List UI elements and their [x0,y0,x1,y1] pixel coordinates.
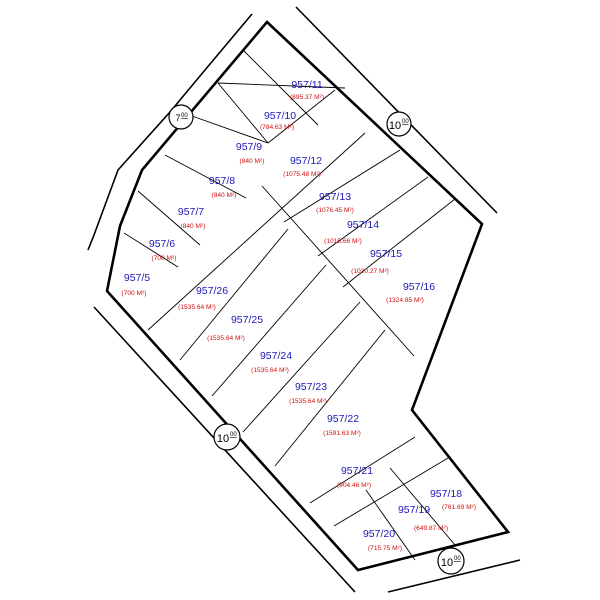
lot-id: 957/12 [290,155,322,167]
plot-line [217,82,346,89]
lot-area: (1324.85 M²) [386,297,424,304]
lot-labels: 957/5 (700 M²) 957/6 (700 M²) 957/7 (840… [122,79,477,552]
road-edge-south [387,559,521,593]
lot-area: (700 M²) [122,290,147,297]
plot-line [283,149,401,223]
lot-id: 957/22 [327,413,359,425]
road-width-value: 10 [217,433,229,445]
lot-area: (700 M²) [152,255,177,262]
lot-area: (784.63 M²) [260,124,294,131]
plot-line [274,329,386,467]
road-width-decimals: 00 [402,119,409,125]
plot-line [333,457,449,527]
plot-line [242,301,361,433]
lot-id: 957/21 [341,465,373,477]
lot-area: (1076.45 M²) [316,207,354,214]
plot-line [164,154,247,199]
plot-lines [123,49,456,561]
road-width-value: 10 [441,557,453,569]
lot-id: 957/8 [209,175,235,187]
plot-line [317,176,429,257]
road-width-marker-northeast: 10 00 [386,111,412,137]
plot-line [267,89,336,144]
plot-line [137,190,201,246]
lot-area: (840 M²) [181,223,206,230]
plot-line [389,467,456,546]
road-width-value: 7 [175,113,180,123]
plot-line [261,185,415,357]
lot-area: (1535.64 M²) [178,304,216,311]
lot-id: 957/7 [178,206,204,218]
plot-line [179,228,289,361]
plot-line [211,264,327,397]
lot-area: (1015.66 M²) [324,238,362,245]
lot-id: 957/15 [370,248,402,260]
road-width-decimals: 00 [454,556,461,562]
lot-id: 957/5 [124,272,150,284]
lot-id: 957/13 [319,191,351,203]
lot-id: 957/26 [196,285,228,297]
lot-area: (1591.63 M²) [323,430,361,437]
road-width-decimals: 00 [181,113,188,119]
lot-area: (840 M²) [212,192,237,199]
lot-area: (1535.64 M²) [251,367,289,374]
lot-id: 957/14 [347,219,379,231]
block-boundary [105,20,511,572]
road-marker-circle [437,547,465,575]
lot-area: (1075.48 M²) [283,171,321,178]
road-width-marker-northwest: 7 00 [168,104,194,130]
lot-id: 957/16 [403,281,435,293]
road-width-decimals: 00 [230,432,237,438]
lot-area: (1020.27 M²) [351,268,389,275]
plot-line [123,232,179,268]
lot-id: 957/20 [363,528,395,540]
lot-id: 957/24 [260,350,292,362]
lot-id: 957/25 [231,314,263,326]
lot-area: (1535.64 M²) [207,335,245,342]
lot-id: 957/10 [264,110,296,122]
road-marker-circle [213,423,241,451]
lot-id: 957/23 [295,381,327,393]
lot-area: (1535.64 M²) [289,398,327,405]
road-width-marker-south: 10 00 [437,547,465,575]
plot-line [342,198,456,288]
road-edge-northwest [87,13,253,251]
lot-area: (761.69 M²) [442,504,476,511]
plot-line [217,82,269,144]
lot-area: (904.46 M²) [337,482,371,489]
plot-line [191,115,269,144]
lot-id: 957/18 [430,488,462,500]
plot-line [242,49,319,126]
road-marker-circle [168,104,194,130]
lot-area: (840 M²) [240,158,265,165]
lot-id: 957/11 [291,79,322,91]
road-marker-circle [386,111,412,137]
plot-line [147,132,366,331]
road-width-value: 10 [389,120,401,132]
plot-line [365,489,416,561]
road-width-markers: 7 00 10 00 10 00 10 00 [168,104,465,575]
lot-area: (715.75 M²) [368,545,402,552]
lot-area: (649.87 M²) [414,525,448,532]
road-edge-northeast [295,6,498,214]
road-width-marker-southwest: 10 00 [213,423,241,451]
lot-id: 957/6 [149,238,175,250]
lot-area: (895.37 M²) [290,94,324,101]
lot-id: 957/19 [398,504,430,516]
plot-line [309,436,416,504]
lot-id: 957/9 [236,141,262,153]
